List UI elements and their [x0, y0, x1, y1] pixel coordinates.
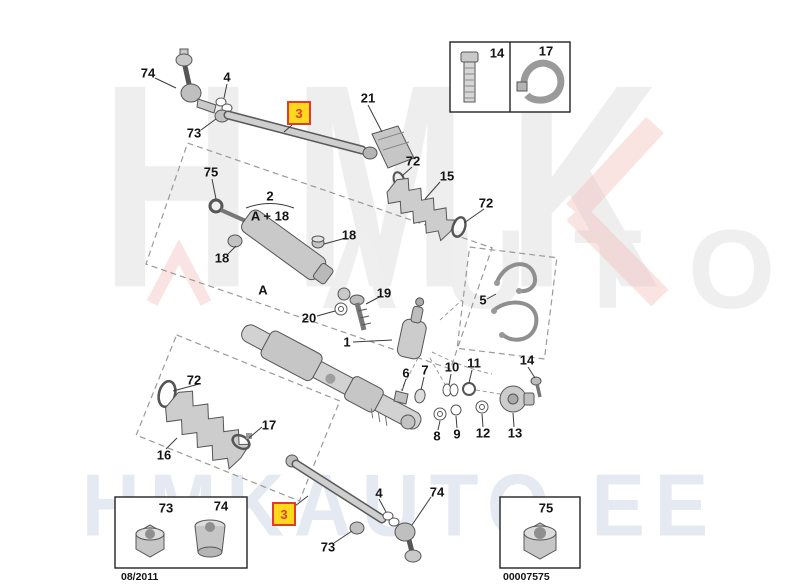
callout-10: 10 — [444, 359, 460, 375]
callout-1: 1 — [343, 334, 351, 350]
inset-bolt-drawing — [460, 51, 479, 103]
callout-7: 7 — [421, 362, 429, 378]
callout-72: 72 — [478, 195, 494, 211]
inset-caption-date: 08/2011 — [121, 571, 159, 583]
callout-4: 4 — [223, 69, 231, 85]
callout-13: 13 — [507, 425, 523, 441]
callout-72: 72 — [405, 153, 421, 169]
group-brace — [245, 203, 295, 209]
callout-17: 17 — [261, 417, 277, 433]
callout-6: 6 — [402, 365, 410, 381]
callout-21: 21 — [360, 90, 376, 106]
inset-label-75: 75 — [538, 500, 554, 516]
bolt-14-drawing — [530, 376, 542, 398]
inset-nut-73-drawing — [135, 524, 165, 558]
boot-group-dashed-box — [135, 334, 341, 502]
callout-2: 2 — [266, 188, 274, 204]
inset-caption-part-number: 00007575 — [503, 571, 550, 583]
dashed-group-boxes — [135, 142, 558, 502]
inset-box-bottom-left — [114, 496, 248, 569]
steering-damper-drawing — [208, 198, 351, 301]
callout-19: 19 — [376, 285, 392, 301]
callout-75: 75 — [203, 164, 219, 180]
inset-label-14: 14 — [489, 45, 505, 61]
callout-15: 15 — [439, 168, 455, 184]
inset-box-bottom-right — [499, 496, 581, 569]
callout-72: 72 — [186, 372, 202, 388]
o-ring-72b-drawing — [451, 216, 467, 238]
callout-3-selected[interactable]: 3 — [287, 101, 311, 125]
rack-boot-left-drawing — [165, 390, 251, 470]
inset-label-73: 73 — [158, 500, 174, 516]
callout-73: 73 — [320, 539, 336, 555]
boot-cap-21-drawing — [371, 125, 415, 169]
callout-20: 20 — [301, 310, 317, 326]
damper-kit-dashed-box — [145, 142, 493, 370]
rack-boot-right-drawing — [386, 177, 458, 242]
callout-12: 12 — [475, 425, 491, 441]
callout-5: 5 — [479, 292, 487, 308]
watermark-accent — [146, 116, 669, 307]
callout-3-selected[interactable]: 3 — [272, 502, 296, 526]
callout-4: 4 — [375, 485, 383, 501]
inset-clamp-drawing — [516, 59, 565, 104]
inset-box-top-right — [449, 41, 571, 113]
leader-lines — [154, 77, 536, 544]
callout-a: A — [258, 282, 268, 298]
callout-18: 18 — [214, 250, 230, 266]
callout-74: 74 — [429, 484, 445, 500]
tie-rod-top-drawing — [175, 48, 378, 160]
pipes-group-dashed-box — [456, 246, 558, 360]
hydraulic-pipes-drawing — [491, 262, 539, 342]
callout-11: 11 — [467, 355, 481, 371]
inset-label-17: 17 — [538, 43, 554, 59]
callout-74: 74 — [140, 65, 156, 81]
tie-rod-bottom-drawing — [285, 454, 400, 535]
callout-8: 8 — [433, 428, 441, 444]
inset-label-74: 74 — [213, 498, 229, 514]
tie-rod-end-bottom-drawing — [394, 522, 422, 563]
steering-rack-drawing — [241, 297, 427, 430]
callout-9: 9 — [453, 426, 461, 442]
callout-a-plus-18: A + 18 — [250, 208, 290, 224]
clamp-17-drawing — [231, 433, 252, 451]
callout-18: 18 — [341, 227, 357, 243]
callout-14: 14 — [519, 352, 535, 368]
inset-bushing-74-drawing — [194, 519, 226, 558]
valve-housing-drawing — [396, 297, 427, 360]
callout-73: 73 — [186, 125, 202, 141]
washer-20-drawing — [334, 302, 348, 316]
part-13-drawing — [499, 385, 535, 413]
bolt-19-drawing — [349, 294, 372, 331]
inset-nut-75-drawing — [523, 522, 557, 560]
callout-16: 16 — [156, 447, 172, 463]
